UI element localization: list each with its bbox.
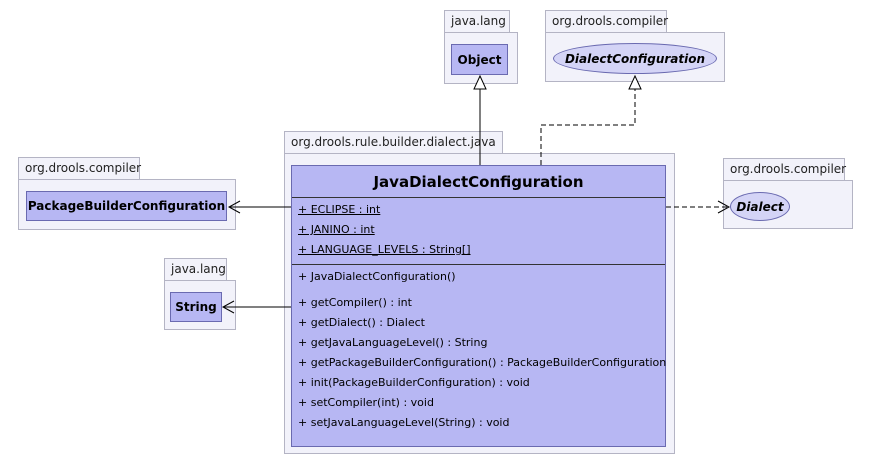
interface-dialect[interactable]: Dialect <box>730 192 790 221</box>
operation: + init(PackageBuilderConfiguration) : vo… <box>298 376 530 389</box>
open-arrowhead <box>227 200 241 214</box>
operation: + getDialect() : Dialect <box>298 316 425 329</box>
operations-compartment: + JavaDialectConfiguration() + getCompil… <box>292 265 667 433</box>
class-object[interactable]: Object <box>451 44 508 75</box>
operation: + getJavaLanguageLevel() : String <box>298 336 488 349</box>
attribute: + ECLIPSE : int <box>298 203 381 216</box>
operation: + getPackageBuilderConfiguration() : Pac… <box>298 356 667 369</box>
attribute: + JANINO : int <box>298 223 375 236</box>
interface-dialect-configuration[interactable]: DialectConfiguration <box>553 43 717 74</box>
attributes-compartment: + ECLIPSE : int + JANINO : int + LANGUAG… <box>292 198 665 265</box>
constructor: + JavaDialectConfiguration() <box>298 270 456 283</box>
class-java-dialect-configuration[interactable]: JavaDialectConfiguration + ECLIPSE : int… <box>291 165 666 447</box>
open-arrowhead <box>221 300 235 314</box>
package-tab-drools-compiler-right: org.drools.compiler <box>723 158 846 180</box>
class-title: JavaDialectConfiguration <box>292 166 665 198</box>
package-tab-java-lang-top: java.lang <box>444 10 510 32</box>
operation: + getCompiler() : int <box>298 296 412 309</box>
attribute: + LANGUAGE_LEVELS : String[] <box>298 243 471 256</box>
class-string[interactable]: String <box>170 292 222 322</box>
package-tab-java-lang-left: java.lang <box>164 258 227 280</box>
operation: + setJavaLanguageLevel(String) : void <box>298 416 510 429</box>
open-arrowhead <box>717 200 731 214</box>
hollow-triangle-arrowhead <box>628 74 642 90</box>
class-package-builder-configuration[interactable]: PackageBuilderConfiguration <box>26 191 227 221</box>
operation: + setCompiler(int) : void <box>298 396 434 409</box>
package-tab-builder-dialect-java: org.drools.rule.builder.dialect.java <box>284 131 503 153</box>
package-tab-drools-compiler-top: org.drools.compiler <box>545 10 668 32</box>
realization-dialect-configuration-edge <box>540 88 636 165</box>
hollow-triangle-arrowhead <box>473 74 487 90</box>
package-tab-drools-compiler-left: org.drools.compiler <box>18 157 141 179</box>
